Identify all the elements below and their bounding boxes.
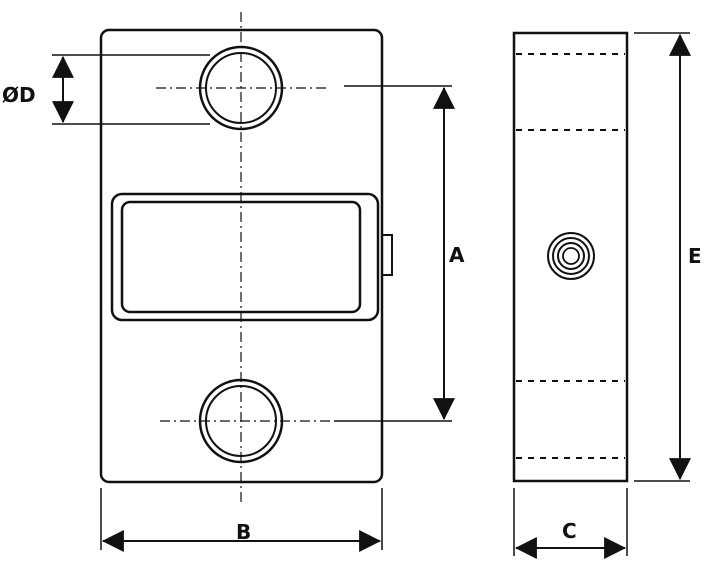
dimension-c bbox=[513, 488, 628, 559]
dimension-a-label: A bbox=[449, 243, 465, 267]
dimension-e bbox=[634, 32, 691, 482]
dimension-d-label: ØD bbox=[2, 83, 36, 107]
side-connector bbox=[547, 232, 595, 280]
top-hole bbox=[156, 45, 330, 131]
dimension-b bbox=[100, 488, 383, 552]
hidden-lines bbox=[516, 53, 625, 459]
side-tab bbox=[381, 234, 393, 276]
side-body-outline bbox=[512, 31, 629, 483]
display-window bbox=[110, 192, 380, 322]
dimension-d bbox=[52, 54, 210, 125]
dimension-a bbox=[334, 85, 455, 422]
dimension-b-label: B bbox=[236, 520, 251, 544]
front-view: A B ØD bbox=[2, 12, 465, 552]
dimension-e-label: E bbox=[688, 244, 702, 268]
dimension-c-label: C bbox=[562, 519, 577, 543]
bottom-hole bbox=[160, 378, 330, 464]
side-view: E C bbox=[512, 31, 702, 559]
